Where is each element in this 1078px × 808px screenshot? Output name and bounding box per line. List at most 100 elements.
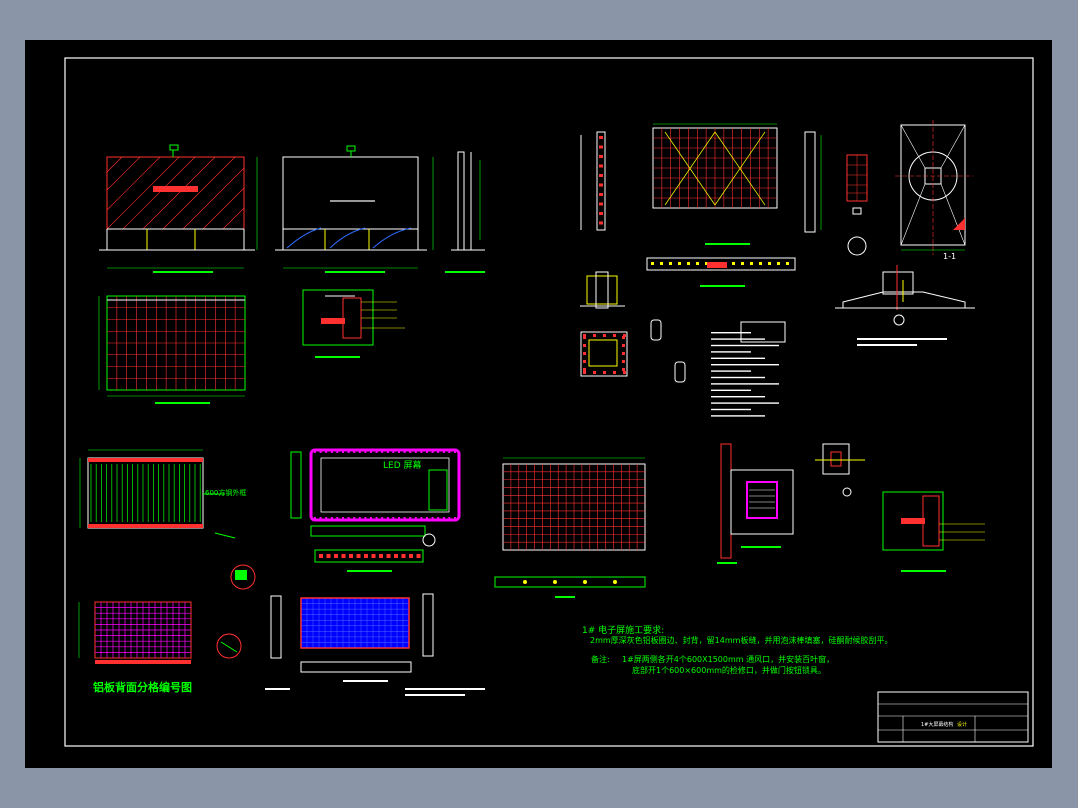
construction-notes-block: [711, 321, 786, 417]
mark: [603, 334, 606, 337]
mark: [394, 554, 398, 558]
mark: [319, 451, 322, 453]
mark: [336, 517, 339, 519]
notes-heading: 1# 电子屏施工要求:: [582, 626, 665, 636]
mark: [336, 451, 339, 453]
mark: [583, 371, 586, 374]
mark: [750, 262, 753, 265]
circle-detail-left: [216, 564, 256, 659]
mark: [651, 262, 654, 265]
mark: [786, 262, 789, 265]
mark: [442, 451, 445, 453]
mark: [599, 174, 603, 177]
mark: [386, 517, 389, 519]
mark: [414, 517, 417, 519]
panel-label: 600方钢外框: [205, 489, 247, 497]
mark: [342, 451, 344, 453]
aluminum-backside-grid: [78, 601, 192, 664]
louver-detail: [846, 154, 868, 215]
mark: [319, 517, 322, 519]
mark: [426, 451, 428, 453]
led-screen-label: LED 屏幕: [383, 461, 422, 471]
mark: [326, 554, 331, 558]
vent-louver-detail: [717, 443, 794, 564]
mark: [711, 364, 779, 366]
mark: [347, 517, 350, 519]
mark: [386, 554, 391, 558]
mark: [409, 554, 413, 558]
mark: [442, 517, 445, 519]
notes-line-3: 底部开1个600×600mm的检修口，并做门按钮锁具。: [632, 666, 826, 675]
mark: [364, 554, 368, 558]
mark: [622, 360, 625, 363]
mark: [314, 517, 316, 519]
led-module-grid: [265, 593, 485, 696]
mark: [334, 554, 338, 558]
mark: [711, 351, 751, 353]
mark: [593, 334, 596, 337]
mark: [358, 451, 361, 453]
mark: [426, 517, 428, 519]
mark: [379, 554, 383, 558]
mark: [678, 262, 681, 265]
mark: [448, 451, 451, 453]
mark: [583, 344, 586, 347]
notes-line-1: 2mm厚深灰色铝板圈边、封背，留14mm板缝，并用泡沫棒填塞，硅酮耐候胶刮平。: [590, 636, 893, 645]
mark: [398, 451, 400, 453]
title-block-name: 1#大屏幕结构: [921, 722, 954, 728]
mark: [711, 396, 765, 398]
mark: [454, 451, 456, 453]
steel-panel-view: [79, 449, 236, 539]
mark: [687, 262, 690, 265]
mark: [437, 451, 440, 453]
mark: [314, 451, 316, 453]
node-detail-1: [302, 289, 405, 358]
mark: [696, 262, 699, 265]
title-block: [877, 691, 1029, 743]
section-label: 1-1: [943, 252, 957, 261]
mark: [370, 517, 372, 519]
mark: [777, 262, 780, 265]
mark: [623, 371, 626, 374]
mark: [431, 517, 434, 519]
notes-remark-label: 备注:: [591, 655, 610, 664]
mark: [711, 357, 765, 359]
mark: [599, 183, 603, 187]
mark: [431, 451, 434, 453]
mark: [353, 517, 356, 519]
mark: [409, 517, 412, 519]
mark: [583, 334, 586, 337]
title-block-tag: 设计: [957, 722, 968, 728]
aluminum-backside-title: 铝板背面分格编号图: [93, 681, 192, 694]
elevation-view-1: [99, 144, 258, 273]
cad-drawing-sheet: LED 屏幕 600方钢外框 铝板背面分格编号图 1-1 1# 电子屏施工要求:…: [25, 40, 1052, 768]
foundation-section: [835, 236, 975, 326]
mark: [711, 408, 751, 411]
mark: [613, 371, 616, 374]
screen-grid-elevation: [494, 457, 646, 598]
mark: [370, 451, 372, 453]
mark: [398, 517, 400, 519]
mark: [711, 344, 779, 347]
mark: [603, 371, 606, 374]
mark: [622, 336, 625, 339]
mark: [711, 415, 765, 417]
mark: [330, 517, 333, 519]
steel-frame-grid-view: [98, 295, 246, 404]
mark: [375, 517, 378, 519]
joint-detail-right: [815, 443, 985, 572]
mark: [364, 517, 367, 519]
mark: [420, 517, 423, 519]
mark: [660, 262, 663, 265]
foundation-note-line-1: [857, 338, 947, 340]
mark: [448, 517, 451, 519]
mark: [386, 451, 389, 453]
mark: [741, 262, 744, 265]
mark: [732, 262, 735, 265]
mark: [375, 451, 378, 453]
mark: [622, 368, 625, 371]
mark: [583, 368, 586, 371]
led-screen-frame: [290, 448, 461, 572]
mark: [347, 451, 350, 453]
mark: [599, 221, 603, 225]
